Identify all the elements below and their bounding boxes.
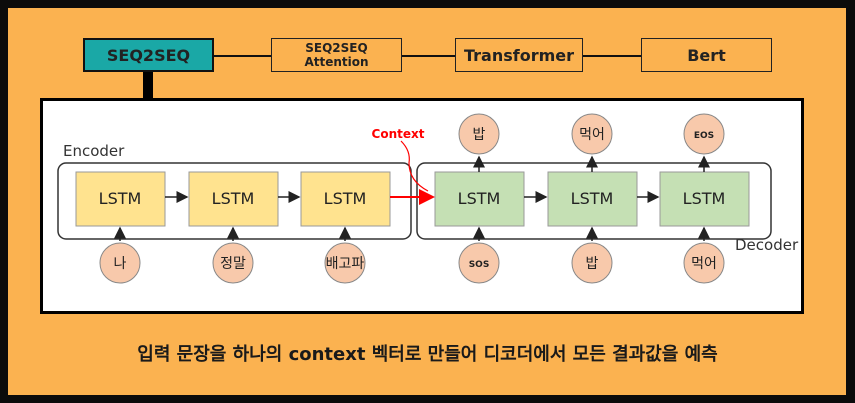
token-text: 배고파 [326, 256, 365, 272]
cell-label: LSTM [99, 189, 142, 208]
context-label: Context [372, 127, 425, 141]
encoder-cell: LSTM [300, 171, 391, 227]
diagram-panel: Encoder Decoder LSTM LSTM LSTM LSTM LSTM… [40, 98, 804, 314]
encoder-input-token: 배고파 [324, 242, 366, 284]
cell-label: LSTM [324, 189, 367, 208]
caption-text: 입력 문장을 하나의 context 벡터로 만들어 디코더에서 모든 결과값을… [137, 344, 718, 365]
pipeline-step-seq2seq-attention: SEQ2SEQ Attention [271, 38, 402, 72]
pipeline-step-seq2seq: SEQ2SEQ [83, 38, 214, 72]
token-text: 밥 [586, 256, 599, 272]
decoder-cell: LSTM [434, 171, 525, 227]
encoder-label: Encoder [63, 142, 125, 160]
decoder-output-token: EOS [683, 113, 725, 155]
token-text: 먹어 [691, 256, 717, 272]
token-text: 밥 [473, 127, 486, 143]
encoder-cell: LSTM [188, 171, 279, 227]
token-text: 나 [114, 256, 127, 272]
pipeline-connector [583, 55, 641, 57]
encoder-cell: LSTM [75, 171, 166, 227]
decoder-output-token: 먹어 [571, 113, 613, 155]
decoder-input-token: SOS [458, 242, 500, 284]
encoder-container [57, 162, 412, 240]
token-text: EOS [694, 131, 714, 141]
decoder-label: Decoder [735, 236, 799, 254]
seq2seq-diagram: Encoder Decoder LSTM LSTM LSTM LSTM LSTM… [57, 113, 799, 284]
pipeline-connector [214, 55, 272, 57]
pipeline-connector [402, 55, 455, 57]
token-text: 먹어 [579, 127, 605, 143]
decoder-input-token: 먹어 [683, 242, 725, 284]
token-text: 정말 [220, 256, 246, 272]
pipeline-step-transformer: Transformer [455, 38, 583, 72]
cell-label: LSTM [571, 189, 614, 208]
context-pointer [400, 140, 429, 192]
cell-label: LSTM [212, 189, 255, 208]
cell-label: LSTM [683, 189, 726, 208]
cell-label: LSTM [458, 189, 501, 208]
encoder-input-token: 나 [99, 242, 141, 284]
decoder-cell: LSTM [659, 171, 750, 227]
decoder-input-token: 밥 [571, 242, 613, 284]
decoder-cell: LSTM [547, 171, 638, 227]
decoder-output-token: 밥 [458, 113, 500, 155]
encoder-input-token: 정말 [212, 242, 254, 284]
token-text: SOS [469, 260, 490, 270]
pipeline-step-bert: Bert [641, 38, 772, 72]
